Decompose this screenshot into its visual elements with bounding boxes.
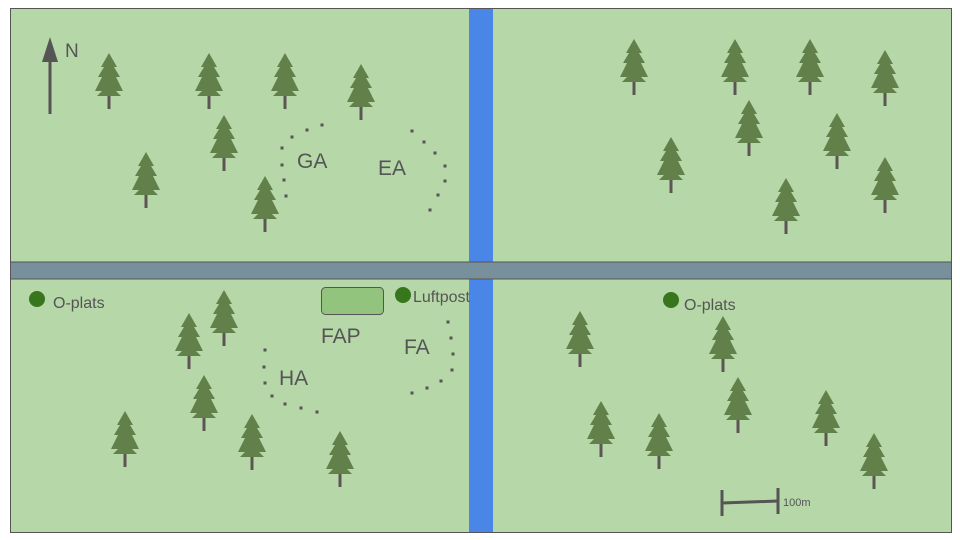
boundary-dot bbox=[443, 179, 447, 183]
area-label-ha: HA bbox=[279, 367, 308, 390]
north-label: N bbox=[65, 41, 79, 62]
boundary-dot bbox=[446, 320, 450, 324]
area-label-fap: FAP bbox=[321, 325, 361, 348]
o-plats-west-marker-icon[interactable] bbox=[29, 291, 45, 307]
area-boundaries bbox=[262, 123, 455, 414]
luftpost-marker-icon[interactable] bbox=[395, 287, 411, 303]
boundary-dot bbox=[315, 410, 319, 414]
o-plats-east-label: O-plats bbox=[684, 297, 736, 314]
boundary-dot bbox=[262, 365, 266, 369]
scale-label: 100m bbox=[783, 497, 811, 509]
boundary-dot bbox=[280, 163, 284, 167]
boundary-dot bbox=[410, 129, 414, 133]
scale-bar bbox=[720, 488, 780, 516]
boundary-dot bbox=[263, 348, 267, 352]
boundary-dot bbox=[425, 386, 429, 390]
boundary-dot bbox=[305, 128, 309, 132]
o-plats-west-label: O-plats bbox=[53, 295, 105, 312]
boundary-dot bbox=[451, 352, 455, 356]
boundary-dot bbox=[299, 406, 303, 410]
boundary-dot bbox=[439, 379, 443, 383]
boundary-dot bbox=[290, 135, 294, 139]
area-label-fa: FA bbox=[404, 336, 430, 359]
luftpost-label: Luftpost bbox=[413, 289, 470, 306]
o-plats-east-marker-icon[interactable] bbox=[663, 292, 679, 308]
boundary-dot bbox=[270, 394, 274, 398]
boundary-dot bbox=[428, 208, 432, 212]
fap-marker[interactable] bbox=[321, 287, 384, 315]
boundary-dot bbox=[284, 194, 288, 198]
north-arrow-icon bbox=[42, 37, 58, 114]
boundary-dot bbox=[433, 151, 437, 155]
boundary-dot bbox=[410, 391, 414, 395]
boundary-dot bbox=[263, 381, 267, 385]
road bbox=[10, 261, 952, 280]
boundary-dot bbox=[436, 193, 440, 197]
area-label-ga: GA bbox=[297, 150, 327, 173]
boundary-dot bbox=[320, 123, 324, 127]
area-label-ea: EA bbox=[378, 157, 406, 180]
boundary-dot bbox=[450, 368, 454, 372]
boundary-dot bbox=[449, 336, 453, 340]
boundary-dot bbox=[282, 178, 286, 182]
boundary-dot bbox=[422, 140, 426, 144]
boundary-dot bbox=[280, 146, 284, 150]
boundary-dot bbox=[283, 402, 287, 406]
boundary-dot bbox=[443, 164, 447, 168]
